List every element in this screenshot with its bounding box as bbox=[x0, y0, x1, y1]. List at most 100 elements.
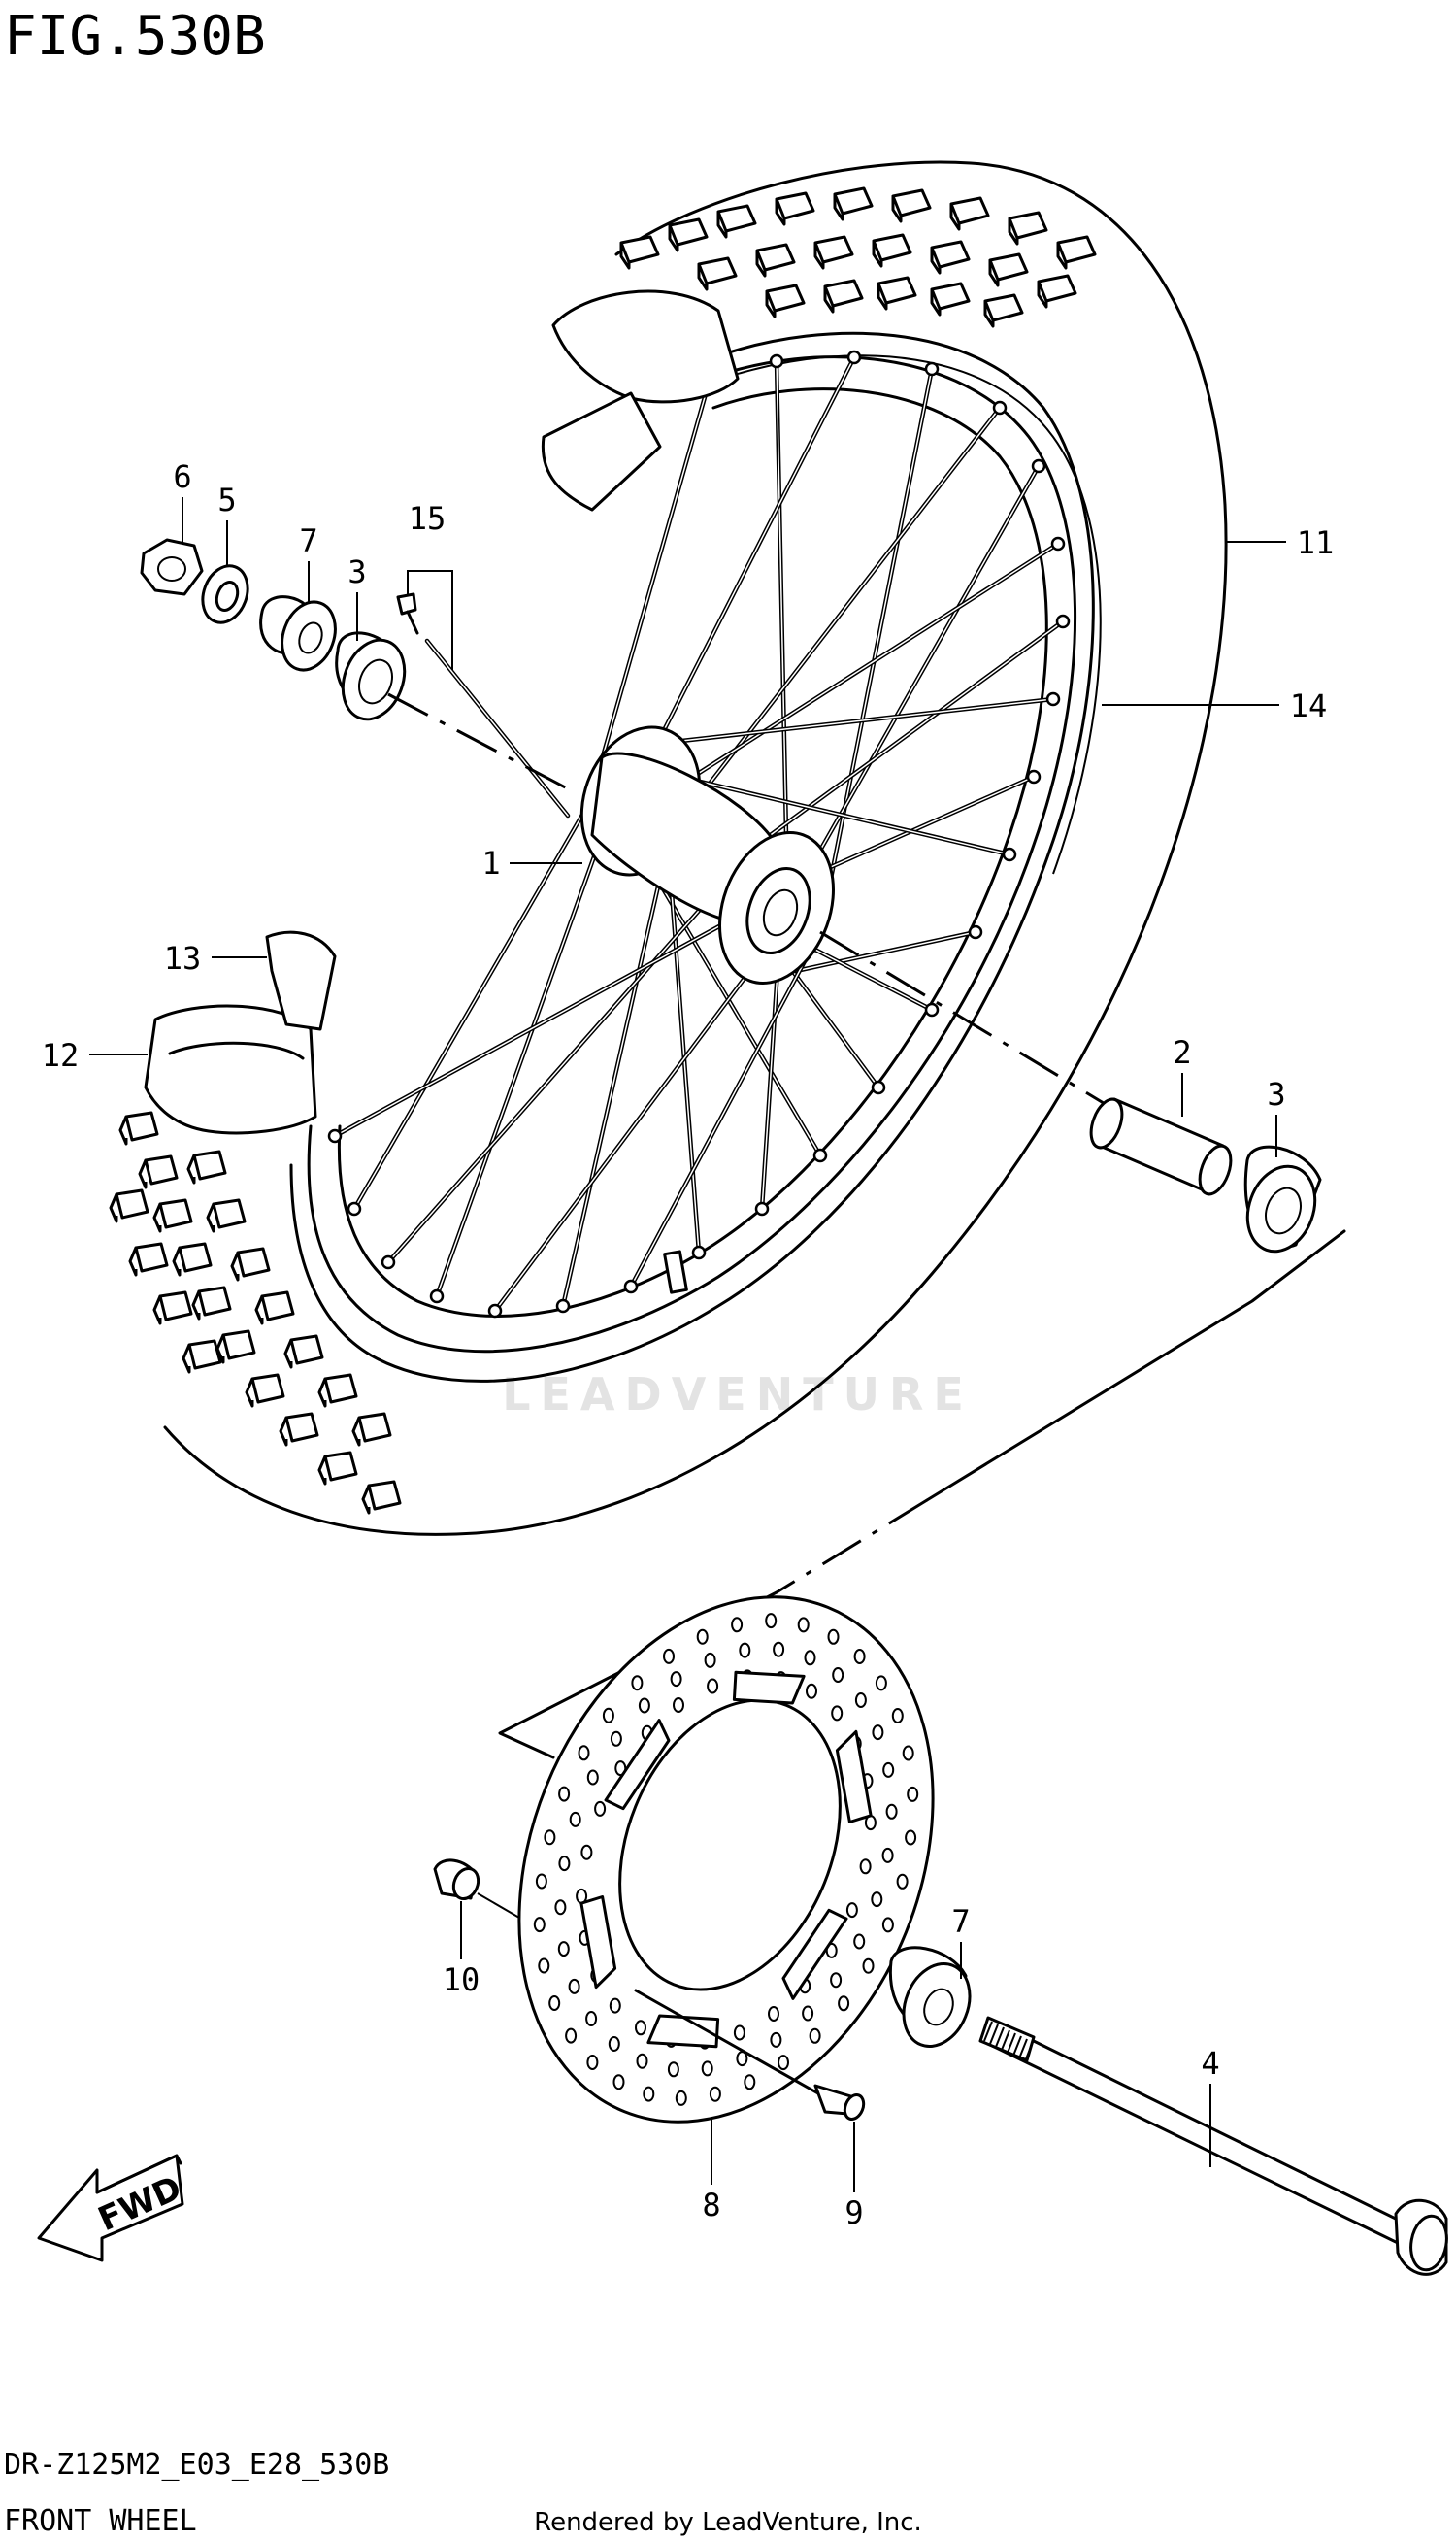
spoke-nipple[interactable] bbox=[396, 592, 419, 635]
vent-hole bbox=[602, 1707, 614, 1723]
spoke-nipple-head bbox=[381, 1254, 396, 1270]
thread-line bbox=[995, 2026, 1005, 2048]
callout-8: 8 bbox=[702, 2187, 720, 2224]
vent-hole bbox=[670, 1671, 682, 1688]
vent-hole bbox=[696, 1628, 709, 1645]
vent-hole bbox=[608, 2036, 620, 2052]
vent-hole bbox=[673, 1697, 684, 1713]
thread-line bbox=[1018, 2038, 1028, 2059]
spoke-nipple-head bbox=[812, 1148, 828, 1163]
vent-hole bbox=[557, 1941, 570, 1957]
tread-knob bbox=[988, 252, 1029, 287]
vent-hole bbox=[862, 1957, 875, 1974]
vent-hole bbox=[585, 2011, 598, 2026]
spoke-highlight bbox=[353, 747, 622, 1210]
disc-bolt[interactable] bbox=[433, 1858, 520, 1919]
spoke-nipple-head bbox=[968, 924, 983, 940]
vent-hole bbox=[773, 1641, 785, 1657]
front-axle[interactable] bbox=[978, 2016, 1451, 2276]
spoke-highlight bbox=[387, 844, 758, 1263]
vent-hole bbox=[565, 2027, 578, 2044]
tread-knob bbox=[983, 293, 1024, 328]
vent-hole bbox=[831, 1705, 844, 1722]
spacer[interactable] bbox=[1085, 1095, 1237, 1198]
washer[interactable] bbox=[195, 559, 255, 628]
tread-knob bbox=[283, 1334, 324, 1369]
callout-14: 14 bbox=[1290, 687, 1328, 724]
vent-hole bbox=[809, 2027, 821, 2044]
valve-stem bbox=[663, 1250, 688, 1294]
tread-knob bbox=[1008, 211, 1048, 246]
vent-hole bbox=[675, 2090, 687, 2106]
vent-hole bbox=[638, 1697, 650, 1714]
thread-line bbox=[989, 2024, 999, 2045]
vent-hole bbox=[853, 1649, 866, 1664]
guide-line-dash bbox=[776, 1498, 928, 1594]
callout-13: 13 bbox=[164, 940, 202, 977]
spoke-nipple-head bbox=[754, 1201, 770, 1217]
spoke-nipple-head bbox=[1031, 458, 1046, 474]
wheel-bearing-left[interactable] bbox=[332, 631, 414, 727]
guide-line-upper bbox=[925, 1229, 1346, 1502]
disc-vent-holes bbox=[533, 1613, 919, 2106]
axle-collar-right[interactable] bbox=[888, 1946, 981, 2057]
callout-6: 6 bbox=[173, 458, 191, 495]
spoke-nipple-head bbox=[429, 1288, 445, 1304]
thread-line bbox=[983, 2021, 993, 2042]
callout-9: 9 bbox=[844, 2194, 863, 2231]
tread-knob bbox=[317, 1451, 358, 1486]
vent-hole bbox=[594, 1800, 607, 1817]
tread-knob bbox=[351, 1412, 392, 1447]
tread-knob bbox=[1056, 235, 1097, 270]
brake-disc[interactable] bbox=[445, 1534, 1009, 2184]
credit-line: Rendered by LeadVenture, Inc. bbox=[534, 2508, 922, 2537]
spoke-nipple-head bbox=[623, 1279, 639, 1294]
tread-knobs-top bbox=[619, 186, 1097, 328]
rim-band[interactable] bbox=[144, 1004, 317, 1135]
thread-line bbox=[1012, 2035, 1022, 2057]
callout-3-right: 3 bbox=[1267, 1076, 1285, 1113]
vent-hole bbox=[872, 1724, 884, 1741]
tread-knob bbox=[697, 256, 738, 291]
callout-7-left: 7 bbox=[299, 522, 317, 559]
spoke-nipple-head bbox=[1050, 536, 1066, 552]
vent-hole bbox=[827, 1628, 840, 1645]
spoke-nipple-head bbox=[555, 1298, 571, 1314]
vent-hole bbox=[731, 1617, 744, 1633]
vent-hole bbox=[569, 1811, 581, 1827]
tread-knob bbox=[833, 186, 874, 221]
axle-nut[interactable] bbox=[140, 538, 204, 596]
spoke-highlight bbox=[630, 931, 821, 1288]
vent-hole bbox=[845, 1902, 858, 1919]
callout-1: 1 bbox=[481, 845, 500, 882]
vent-hole bbox=[802, 2005, 814, 2022]
spoke-highlight bbox=[669, 407, 1001, 836]
vent-hole bbox=[635, 2020, 646, 2036]
vent-hole bbox=[902, 1745, 914, 1761]
disc-slots bbox=[579, 1670, 873, 2049]
tread-knob bbox=[361, 1480, 402, 1515]
spoke-nipple-head bbox=[1002, 847, 1017, 862]
axle-collar-left[interactable] bbox=[259, 594, 345, 677]
disc-screw[interactable] bbox=[634, 1989, 867, 2122]
spoke-loose[interactable] bbox=[424, 638, 571, 819]
wheel-bearing-right[interactable] bbox=[1237, 1145, 1327, 1260]
vent-hole bbox=[765, 1613, 778, 1629]
spoke-highlight bbox=[814, 776, 1035, 875]
tire-cutaway-flap bbox=[541, 391, 662, 512]
spoke-nipple-head bbox=[1026, 769, 1042, 785]
wheel-hub[interactable] bbox=[562, 711, 853, 999]
disc-slot bbox=[781, 1908, 848, 2000]
vent-hole bbox=[853, 1933, 866, 1950]
vent-hole bbox=[882, 1761, 895, 1778]
vent-hole bbox=[739, 1642, 751, 1658]
callout-2: 2 bbox=[1173, 1034, 1191, 1071]
spoke-nipple-head bbox=[487, 1303, 503, 1319]
vent-hole bbox=[871, 1891, 883, 1908]
spoke-highlight bbox=[795, 931, 976, 972]
vent-hole bbox=[580, 1844, 593, 1860]
tire[interactable] bbox=[163, 160, 1228, 1536]
model-code: DR-Z125M2_E03_E28_530B bbox=[4, 2448, 389, 2482]
rim-lock[interactable] bbox=[265, 930, 337, 1031]
callout-10: 10 bbox=[443, 1961, 480, 1998]
